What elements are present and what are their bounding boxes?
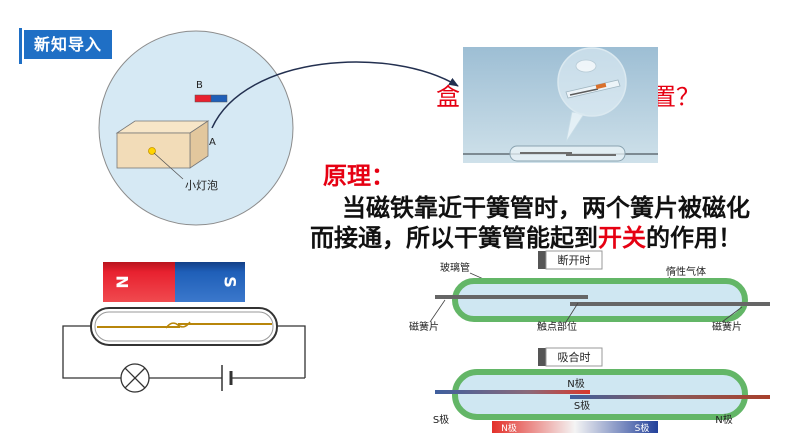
magnified-glass-tip — [575, 59, 597, 73]
reed-switch-photo — [463, 47, 658, 163]
photo-background — [463, 47, 658, 163]
under-magnet-bar — [492, 421, 658, 433]
principle-title: 原理： — [323, 162, 395, 190]
question-fragment-left: 盒 — [436, 83, 460, 111]
bulb-leader-line — [153, 152, 184, 180]
lamp-box-illustration: 小灯泡 B A — [98, 30, 294, 226]
end-north-label: N极 — [715, 413, 732, 426]
closed-state-label: 吸合时 — [558, 350, 591, 364]
reed-left-label: 磁簧片 — [409, 320, 439, 333]
closed-state-marker — [538, 348, 546, 366]
battery-symbol-icon — [221, 365, 233, 391]
open-state-label: 断开时 — [558, 253, 591, 267]
header-accent-bar — [19, 28, 22, 64]
reed-left-leader — [429, 299, 446, 323]
section-title: 新知导入 — [24, 30, 112, 59]
closed-reed-left — [435, 390, 590, 394]
open-reed-left — [435, 295, 588, 299]
reed-capsule-inner — [94, 311, 274, 342]
label-a: A — [209, 137, 216, 148]
open-state-box — [545, 250, 603, 270]
bar-north-label: N极 — [501, 422, 517, 434]
reed-switch-diagram: 断开时 玻璃管 惰性气体 磁簧片 触点部位 磁簧片 吸合时 N极 S极 S极 — [409, 250, 770, 434]
bulb-icon — [148, 147, 156, 155]
magnet-south-label: S — [221, 276, 240, 288]
circuit-wire-right — [277, 325, 306, 378]
closed-capsule — [452, 369, 748, 420]
magnet-south-pole — [175, 262, 245, 302]
circuit-diagram — [62, 307, 306, 393]
contact-area-label: 触点部位 — [537, 320, 577, 333]
label-b: B — [196, 80, 203, 91]
small-magnet-north — [194, 94, 212, 103]
magnet-north-pole — [103, 262, 175, 302]
open-capsule — [452, 278, 748, 322]
magnified-contact — [595, 82, 607, 90]
contact-south-label: S极 — [574, 399, 590, 412]
reed-right-label: 磁簧片 — [712, 320, 742, 333]
contact-north-label: N极 — [567, 377, 584, 390]
glass-tube-label: 玻璃管 — [440, 261, 470, 274]
circuit-reed-contact — [165, 321, 191, 329]
principle-line-2-after: 的作用！ — [646, 224, 742, 252]
magnifier-bubble — [557, 47, 627, 117]
closed-state-box — [545, 347, 603, 367]
principle-highlight: 开关 — [598, 224, 646, 252]
lamp-symbol-icon — [120, 363, 150, 393]
principle-line-1: 当磁铁靠近干簧管时，两个簧片被磁化 — [342, 194, 750, 222]
curved-arrow — [211, 61, 459, 129]
open-state-marker — [538, 251, 546, 269]
magnet-north-label: N — [113, 275, 132, 288]
open-reed-right — [570, 302, 770, 306]
contact-area-leader — [565, 302, 579, 323]
question-fragment-right: 置？ — [652, 83, 700, 111]
principle-line-2-before: 而接通，所以干簧管能起到 — [310, 224, 598, 252]
small-magnet-south — [210, 94, 228, 103]
reed-right-leader — [721, 306, 743, 323]
end-south-label: S极 — [433, 413, 449, 426]
magnified-reed — [569, 88, 599, 96]
inert-gas-label: 惰性气体 — [666, 265, 706, 278]
bar-magnet: N S — [103, 262, 245, 302]
bulb-label: 小灯泡 — [185, 178, 218, 192]
circuit-wire-left — [62, 325, 121, 379]
closed-reed-right — [570, 395, 770, 399]
bar-south-label: S极 — [635, 422, 650, 434]
principle-line-2: 而接通，所以干簧管能起到开关的作用！ — [310, 223, 742, 253]
